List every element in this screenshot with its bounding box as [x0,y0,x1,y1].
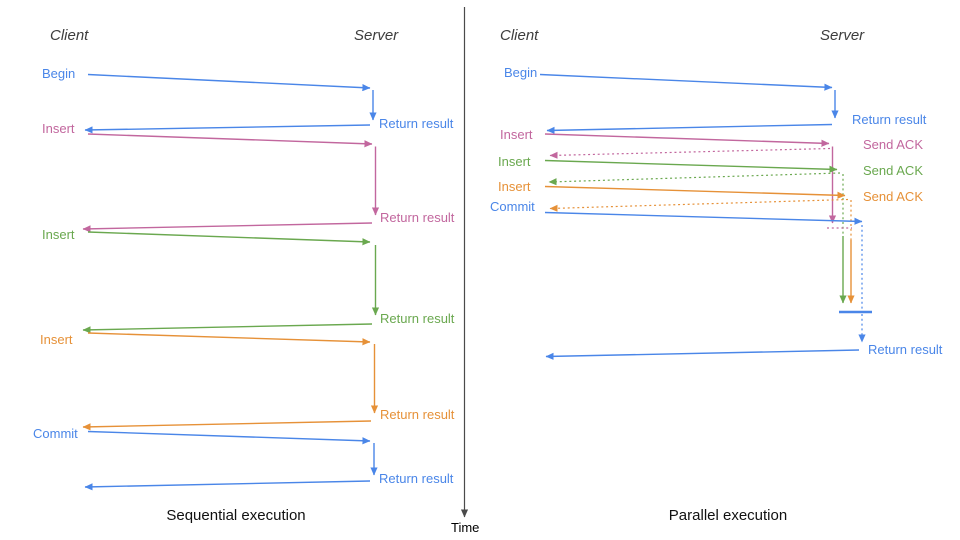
client-lane-header: Client [50,27,89,44]
message-lines-layer [82,7,872,518]
message-arrow [82,420,372,431]
message-arrow [87,133,373,148]
server-response-label: Return result [852,112,927,127]
client-lane-header: Client [500,27,539,44]
message-arrow [545,349,860,360]
ack-dashed-arrow [549,198,849,212]
time-axis-label: Time [451,520,479,535]
message-arrow [87,231,371,246]
operation-label: Insert [42,121,75,136]
server-response-label: Send ACK [863,163,923,178]
message-arrow [84,124,371,134]
message-arrow [84,480,371,491]
message-arrow [82,222,373,233]
ack-dashed-arrow [548,172,841,186]
operation-label: Commit [33,426,78,441]
message-arrow [539,73,833,91]
message-arrow [82,323,373,334]
operation-label: Commit [490,199,535,214]
panel-caption: Parallel execution [669,507,787,524]
server-response-label: Send ACK [863,189,923,204]
server-response-label: Return result [379,471,454,486]
message-arrow [544,185,846,199]
server-response-label: Send ACK [863,137,923,152]
message-arrow [87,430,371,445]
operation-label: Insert [42,227,75,242]
message-arrow [544,159,838,173]
message-arrow [87,73,371,92]
operation-label: Insert [500,127,533,142]
operation-label: Begin [504,65,537,80]
server-lane-header: Server [820,27,865,44]
operation-label: Insert [498,154,531,169]
message-arrow [544,133,830,147]
server-response-label: Return result [380,407,455,422]
message-arrow [544,211,863,225]
operation-label: Begin [42,66,75,81]
operation-label: Insert [40,332,73,347]
server-response-label: Return result [380,210,455,225]
server-response-label: Return result [379,116,454,131]
ack-dashed-arrow [549,147,831,159]
panel-caption: Sequential execution [166,507,305,524]
message-arrow [546,123,833,134]
server-response-label: Return result [380,311,455,326]
message-arrow [87,332,371,346]
operation-label: Insert [498,179,531,194]
server-lane-header: Server [354,27,399,44]
server-response-label: Return result [868,342,943,357]
